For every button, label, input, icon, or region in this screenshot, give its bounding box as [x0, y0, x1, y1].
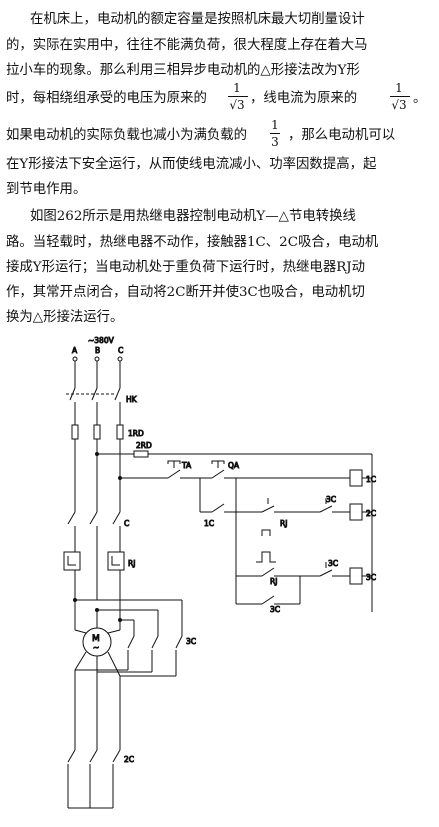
ctrl-rj-label: RJ	[280, 519, 287, 528]
stop-button-ta	[167, 469, 181, 479]
terminal-a	[72, 356, 78, 362]
hk-label: HK	[126, 395, 138, 404]
main-contact-a	[67, 511, 76, 525]
p1-line5b: ，那么电动机可以	[288, 128, 396, 143]
qa-label: QA	[228, 461, 240, 470]
frac3-bar	[270, 133, 280, 134]
fuse-1rd-label: 1RD	[128, 429, 144, 438]
p1-line4b: ，线电流为原来的	[250, 91, 358, 106]
fuse-2rd	[133, 450, 149, 458]
p1-line4a: 时，每相绕组承受的电压为原来的	[6, 91, 207, 106]
ctrl-1c-label: 1C	[204, 519, 214, 528]
terminal-b	[94, 356, 100, 362]
coil-2c	[349, 503, 363, 521]
delta-contact-1	[127, 635, 135, 649]
hk-switch-b	[91, 387, 98, 401]
rj-heater-a	[63, 551, 81, 571]
hk-switch-c	[114, 387, 121, 401]
star-contact-c	[112, 749, 121, 763]
motor-m-label: M	[92, 634, 100, 644]
p2-line4: 作，其常开点闭合，自动将2C断开并使3C也吸合，电动机切	[6, 285, 365, 300]
relay-rj-label: RJ	[128, 559, 135, 568]
fuse-c	[116, 424, 124, 440]
frac1-denominator: √3	[229, 98, 245, 112]
phase-c-label: C	[118, 346, 123, 355]
motor-tilde: ~	[93, 643, 99, 652]
p1-line4c: 。	[413, 91, 427, 106]
phase-a-label: A	[72, 346, 78, 355]
ctrl-3c-b-label: 3C	[328, 559, 338, 568]
p1-line7: 到节电作用。	[6, 182, 87, 197]
star-contact-a	[67, 749, 76, 763]
fuse-2rd-label: 2RD	[136, 441, 152, 450]
main-contact-c	[112, 511, 121, 525]
delta-contact-2	[151, 635, 159, 649]
coil-3c-label: 3C	[366, 573, 376, 582]
ctrl-3c-a-label: 3C	[326, 495, 336, 504]
phase-b-label: B	[95, 346, 100, 355]
star-contact-label: 2C	[124, 755, 134, 764]
fuse-a	[71, 424, 79, 440]
ctrl-rj2-label: RJ	[270, 577, 277, 586]
supply-label: ~380V	[88, 336, 115, 345]
fuse-b	[93, 424, 101, 440]
ctrl-3c-c-label: 3C	[270, 605, 280, 614]
rj-thermal-symbol	[256, 551, 276, 563]
frac1-bar	[228, 96, 248, 97]
terminal-c	[117, 356, 123, 362]
delta-contact-3	[175, 635, 183, 649]
frac2-denominator: √3	[391, 98, 407, 112]
frac3-denominator: 3	[271, 135, 279, 149]
coil-1c	[349, 469, 363, 487]
p1-line3: 拉小车的现象。那么利用三相异步电动机的△形接法改为Y形	[6, 63, 360, 78]
p1-line1: 在机床上，电动机的额定容量是按照机床最大切削量设计	[30, 12, 365, 27]
frac2-bar	[390, 96, 410, 97]
p1-line5a: 如果电动机的实际负载也减小为满负载的	[6, 128, 248, 143]
p2-line5: 换为△形接法运行。	[6, 310, 124, 325]
main-contact-label: C	[124, 519, 129, 528]
p2-line3: 接成Y形运行；当电动机处于重负荷下运行时，热继电器RJ动	[6, 260, 366, 275]
p2-line2: 路。当轻载时，热继电器不动作，接触器1C、2C吸合，电动机	[6, 235, 379, 250]
rj-heater-c	[107, 551, 125, 571]
coil-2c-label: 2C	[366, 509, 376, 518]
coil-1c-label: 1C	[366, 475, 376, 484]
ta-label: TA	[181, 461, 192, 470]
frac2-numerator: 1	[395, 81, 403, 95]
coil-3c	[349, 567, 363, 585]
frac1-numerator: 1	[233, 81, 241, 95]
p1-line2: 的，实际在实用中，往往不能满负荷，很大程度上存在着大马	[6, 38, 368, 53]
main-contact-b	[89, 511, 98, 525]
p2-line1: 如图262所示是用热继电器控制电动机Y—△节电转换线	[30, 209, 356, 224]
hold-contact-1c	[211, 503, 225, 513]
frac3-numerator: 1	[271, 118, 279, 132]
p1-line6: 在Y形接法下安全运行，从而使线电流减小、功率因数提高，起	[6, 157, 377, 172]
start-button-qa	[211, 469, 225, 479]
delta-contact-label: 3C	[186, 637, 196, 646]
star-contact-b	[89, 749, 98, 763]
